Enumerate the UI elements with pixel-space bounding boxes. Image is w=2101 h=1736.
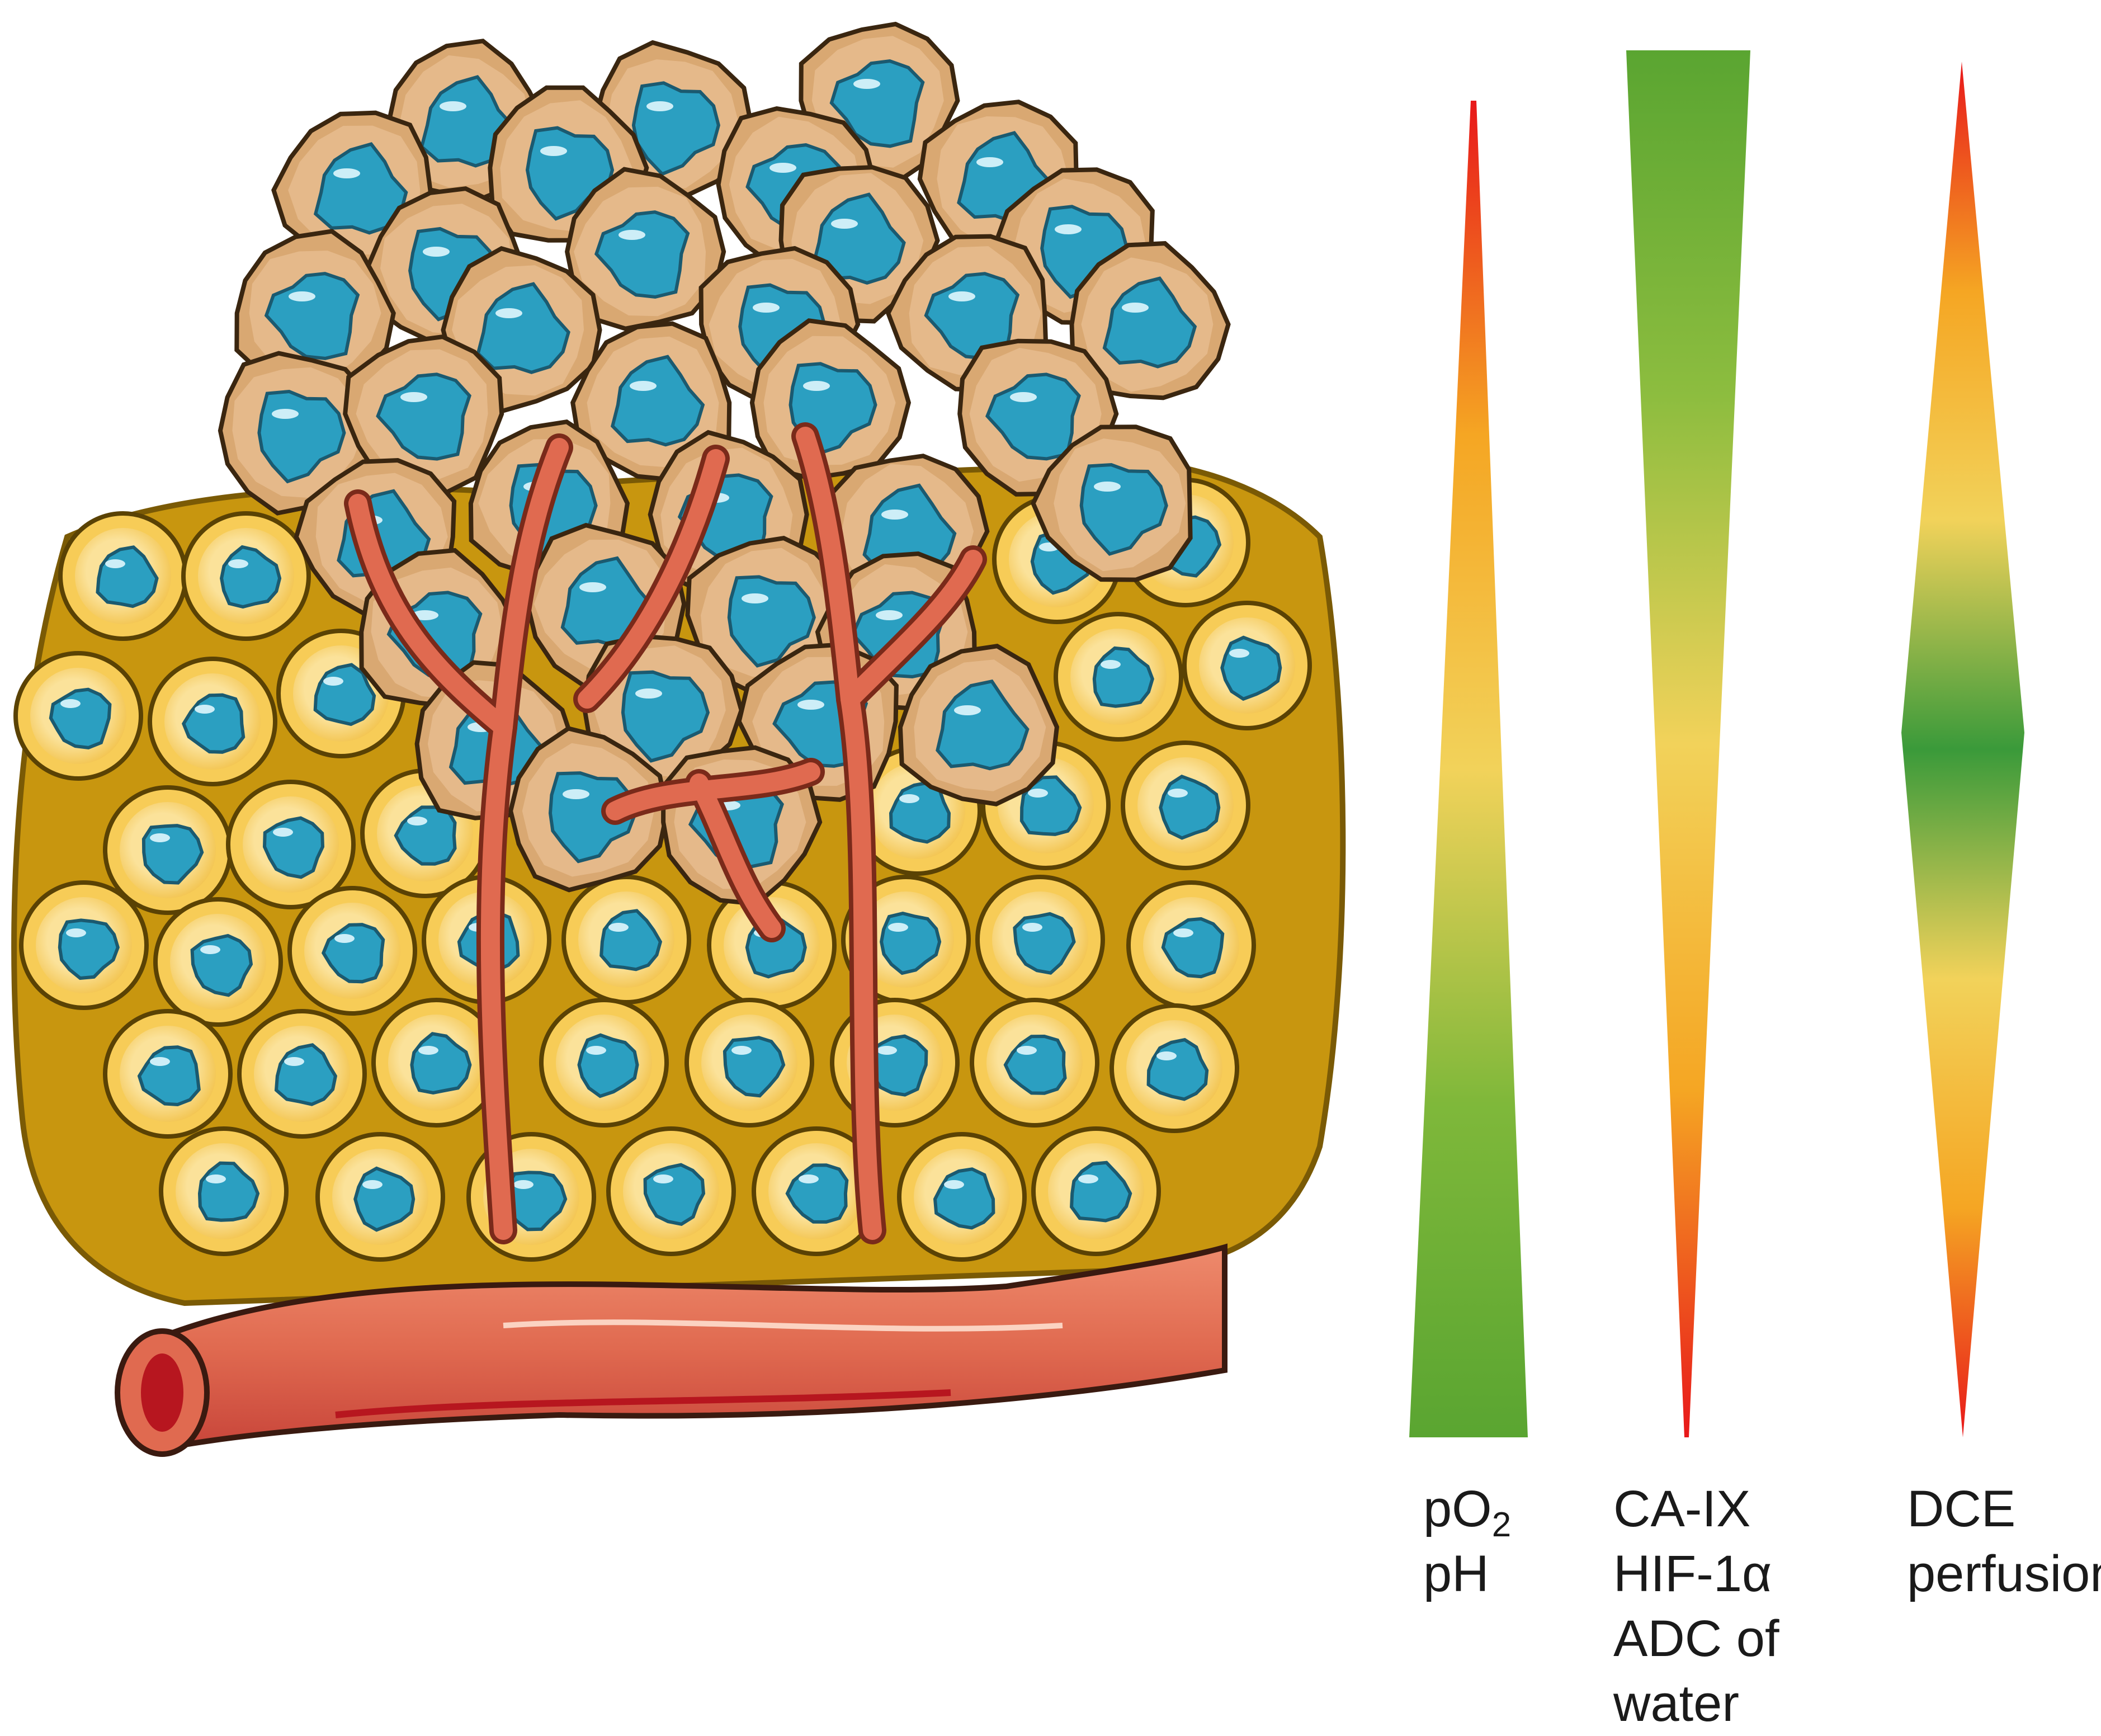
adc-of-label: ADC of xyxy=(1613,1610,1779,1667)
tumor-cell xyxy=(749,318,912,481)
tumor-cell xyxy=(218,351,380,516)
normal-cell xyxy=(1121,740,1250,870)
tumor-cell xyxy=(1069,241,1231,400)
tumor-cell xyxy=(685,536,847,699)
normal-cell xyxy=(539,998,669,1128)
perfusion-label: perfusion xyxy=(1907,1545,2101,1602)
dce-label: DCE xyxy=(1907,1480,2016,1537)
normal-cell xyxy=(561,875,691,1004)
normal-cell xyxy=(1126,880,1256,1010)
tumor-cell xyxy=(565,167,726,331)
normal-cell xyxy=(159,1126,289,1256)
capillary-branches xyxy=(344,422,987,1244)
ph-label: pH xyxy=(1423,1545,1489,1602)
figure-canvas xyxy=(11,21,2024,1457)
normal-cell xyxy=(1031,1126,1161,1256)
normal-cell xyxy=(315,1132,445,1262)
normal-cell xyxy=(684,998,814,1128)
water-label: water xyxy=(1613,1675,1739,1732)
po2-ph-gradient xyxy=(1409,101,1528,1437)
caix-hif1a-adc-gradient xyxy=(1626,50,1750,1437)
hif1a-label: HIF-1α xyxy=(1613,1545,1772,1602)
tumor-cell xyxy=(570,321,732,482)
dce-perfusion-gradient xyxy=(1901,62,2024,1437)
normal-cell xyxy=(970,998,1099,1128)
normal-cell xyxy=(103,1009,233,1139)
blood-vessel xyxy=(115,1243,1227,1457)
normal-cell xyxy=(897,1132,1027,1262)
normal-cell xyxy=(19,880,149,1010)
normal-cell xyxy=(287,886,417,1016)
normal-cell xyxy=(1182,601,1312,730)
tumor-cell xyxy=(271,110,434,269)
po2-label: pO2 xyxy=(1423,1480,1512,1544)
normal-cell xyxy=(153,897,283,1027)
tumor-tissue-illustration xyxy=(11,21,1346,1457)
normal-cell xyxy=(226,780,356,909)
normal-cell xyxy=(1054,612,1183,742)
normal-cell xyxy=(148,657,277,786)
normal-cell xyxy=(371,998,501,1128)
normal-cell xyxy=(1109,1003,1239,1133)
tumor-cell xyxy=(508,726,670,893)
po2-ph-labels: pO2 pH xyxy=(1423,1476,1511,1606)
caix-label: CA-IX xyxy=(1613,1480,1751,1537)
normal-cell xyxy=(975,875,1105,1004)
tumor-cell xyxy=(234,229,396,392)
tumor-cells xyxy=(218,21,1231,907)
normal-cell xyxy=(13,651,143,781)
normal-cell xyxy=(606,1126,736,1256)
normal-cell xyxy=(752,1126,881,1256)
normal-cell xyxy=(237,1009,367,1139)
tumor-cell xyxy=(898,644,1060,806)
gradient-indicators xyxy=(1409,50,2024,1437)
tumor-cell xyxy=(1031,424,1193,582)
dce-perfusion-labels: DCE perfusion xyxy=(1907,1476,2101,1606)
tumor-cell xyxy=(343,334,504,497)
normal-cell xyxy=(181,511,311,641)
normal-cell xyxy=(58,511,188,641)
caix-hif1a-adc-labels: CA-IX HIF-1α ADC of water xyxy=(1613,1476,1779,1736)
normal-cell xyxy=(103,785,233,915)
